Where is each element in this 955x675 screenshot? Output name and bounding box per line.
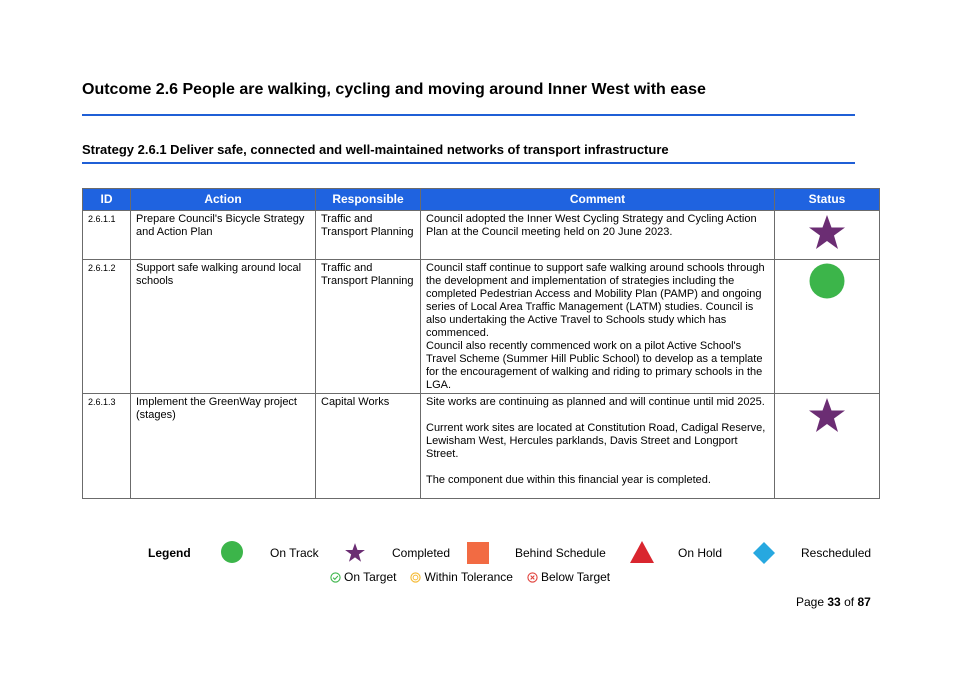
row-comment: Council adopted the Inner West Cycling S… bbox=[420, 210, 775, 260]
page-number: Page 33 of 87 bbox=[796, 595, 871, 609]
legend-title: Legend bbox=[148, 546, 191, 560]
comment-line: The component due within this financial … bbox=[426, 474, 711, 486]
row-action: Prepare Council's Bicycle Strategy and A… bbox=[130, 210, 316, 260]
star-icon bbox=[809, 398, 845, 432]
row-action: Implement the GreenWay project (stages) bbox=[130, 393, 316, 499]
star-icon bbox=[809, 215, 845, 249]
row-id: 2.6.1.3 bbox=[82, 393, 131, 499]
check-circle-icon bbox=[330, 571, 341, 583]
target-legend-label: On Target bbox=[344, 570, 397, 584]
page-current: 33 bbox=[827, 595, 841, 609]
comment-line: Current work sites are located at Consti… bbox=[426, 422, 766, 460]
square-icon bbox=[467, 542, 489, 564]
cross-circle-icon bbox=[527, 571, 538, 583]
page-separator: of bbox=[844, 595, 855, 609]
row-comment: Site works are continuing as planned and… bbox=[420, 393, 775, 499]
row-action: Support safe walking around local school… bbox=[130, 259, 316, 394]
row-responsible: Traffic and Transport Planning bbox=[315, 259, 421, 394]
row-responsible: Capital Works bbox=[315, 393, 421, 499]
legend-label-rescheduled: Rescheduled bbox=[801, 546, 872, 560]
row-status bbox=[774, 210, 880, 260]
page-prefix: Page bbox=[796, 595, 825, 609]
row-id: 2.6.1.1 bbox=[82, 210, 131, 260]
triangle-icon bbox=[630, 541, 654, 563]
circle-icon bbox=[809, 263, 845, 299]
comment-line: Council adopted the Inner West Cycling S… bbox=[426, 213, 757, 238]
status-legend: Legend On Track Completed Behind Schedul… bbox=[148, 540, 874, 566]
target-legend: On Target Within Tolerance Below Target bbox=[330, 570, 610, 584]
row-responsible: Traffic and Transport Planning bbox=[315, 210, 421, 260]
target-legend-label: Below Target bbox=[540, 570, 611, 584]
header-status: Status bbox=[774, 188, 880, 211]
actions-table: ID Action Responsible Comment Status 2.6… bbox=[82, 188, 880, 499]
outcome-title: Outcome 2.6 People are walking, cycling … bbox=[82, 81, 706, 98]
table-header-row: ID Action Responsible Comment Status bbox=[82, 188, 880, 211]
legend-label-on-hold: On Hold bbox=[678, 546, 723, 560]
comment-line: Site works are continuing as planned and… bbox=[426, 396, 765, 408]
strategy-divider bbox=[82, 162, 855, 164]
header-responsible: Responsible bbox=[315, 188, 421, 211]
strategy-title: Strategy 2.6.1 Deliver safe, connected a… bbox=[82, 142, 669, 157]
header-comment: Comment bbox=[420, 188, 775, 211]
target-legend-item: On Target bbox=[330, 570, 396, 584]
row-comment: Council staff continue to support safe w… bbox=[420, 259, 775, 394]
table-row: 2.6.1.3 Implement the GreenWay project (… bbox=[82, 393, 880, 499]
legend-label-completed: Completed bbox=[392, 546, 451, 560]
row-status bbox=[774, 393, 880, 499]
legend-label-behind-schedule: Behind Schedule bbox=[515, 546, 606, 560]
outcome-divider bbox=[82, 114, 855, 116]
table-row: 2.6.1.2 Support safe walking around loca… bbox=[82, 259, 880, 394]
row-id: 2.6.1.2 bbox=[82, 259, 131, 394]
comment-line bbox=[426, 409, 769, 422]
tolerance-circle-icon bbox=[410, 571, 422, 583]
comment-line: Council staff continue to support safe w… bbox=[426, 262, 765, 339]
target-legend-label: Within Tolerance bbox=[424, 570, 513, 584]
target-legend-item: Below Target bbox=[527, 570, 610, 584]
header-action: Action bbox=[130, 188, 316, 211]
star-icon bbox=[345, 543, 365, 562]
row-status bbox=[774, 259, 880, 394]
circle-icon bbox=[221, 541, 243, 563]
page-total: 87 bbox=[857, 595, 871, 609]
table-row: 2.6.1.1 Prepare Council's Bicycle Strate… bbox=[82, 210, 880, 260]
header-id: ID bbox=[82, 188, 131, 211]
target-legend-item: Within Tolerance bbox=[410, 570, 513, 584]
legend-label-on-track: On Track bbox=[270, 546, 319, 560]
diamond-icon bbox=[753, 542, 775, 564]
comment-line bbox=[426, 461, 769, 474]
comment-line: Council also recently commenced work on … bbox=[426, 340, 763, 391]
